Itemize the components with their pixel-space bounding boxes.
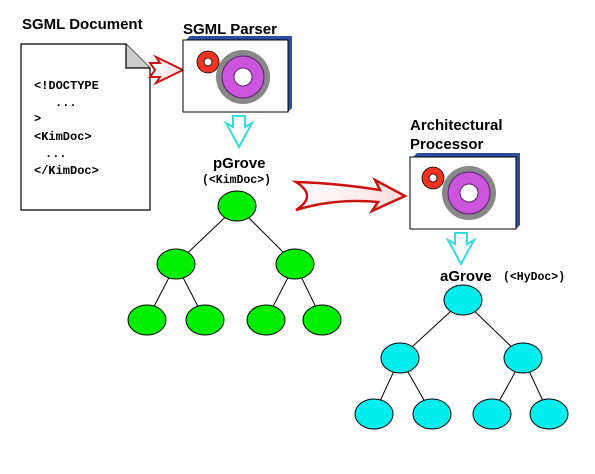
agrove-node	[354, 398, 394, 430]
processor-to-agrove-arrow	[445, 232, 477, 267]
doc-line: <!DOCTYPE	[34, 79, 99, 93]
agrove-node	[380, 342, 420, 374]
arch-processor-icon	[409, 153, 520, 230]
pgrove-label: pGrove	[213, 155, 266, 172]
pgrove-tree	[127, 190, 342, 336]
sgml-parser-title: SGML Parser	[183, 21, 277, 38]
agrove-node	[503, 342, 543, 374]
pgrove-node	[185, 304, 225, 336]
pgrove-to-processor-arrow	[291, 177, 408, 214]
arch-processor-title-line1: Architectural	[410, 117, 503, 134]
agrove-sublabel: (<HyDoc>)	[503, 271, 565, 284]
pgrove-node	[127, 304, 167, 336]
agrove-label: aGrove	[440, 268, 492, 285]
agrove-node	[412, 398, 452, 430]
doc-line: <KimDoc>	[34, 130, 92, 144]
agrove-node	[472, 398, 512, 430]
pgrove-node	[156, 248, 196, 280]
doc-line: ...	[45, 147, 67, 161]
arch-processor-title-line2: Processor	[410, 136, 484, 153]
pgrove-node	[275, 248, 315, 280]
pgrove-node	[246, 304, 286, 336]
agrove-node	[529, 398, 569, 430]
pgrove-node	[217, 190, 257, 222]
gear-icon	[196, 50, 220, 74]
gear-icon	[421, 166, 445, 190]
pgrove-sublabel: (<KimDoc>)	[202, 174, 271, 187]
sgml-document-title: SGML Document	[22, 16, 143, 33]
doc-line: >	[34, 112, 41, 126]
doc-line: ...	[55, 96, 77, 110]
parser-to-pgrove-arrow	[223, 115, 255, 150]
sgml-parser-icon	[182, 36, 292, 113]
agrove-tree	[354, 284, 569, 430]
gear-icon	[216, 50, 270, 104]
doc-line: </KimDoc>	[34, 164, 99, 178]
agrove-node	[443, 284, 483, 316]
pgrove-node	[302, 304, 342, 336]
doc-to-parser-arrow	[148, 54, 186, 86]
sgml-document-icon: <!DOCTYPE ... > <KimDoc> ... </KimDoc>	[20, 43, 151, 211]
gear-icon	[442, 166, 496, 220]
